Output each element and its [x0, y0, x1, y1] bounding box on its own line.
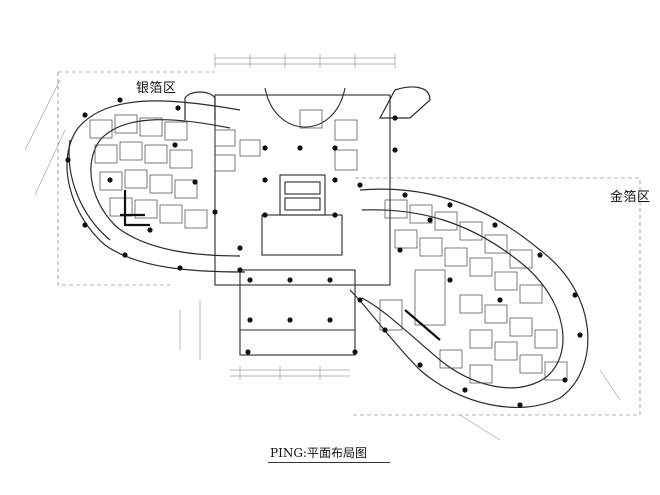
thick-walls — [120, 190, 441, 341]
caption-underline — [268, 462, 390, 463]
central-core — [214, 87, 391, 356]
gold-wing-rooms — [379, 199, 568, 384]
dimension-lines — [24, 54, 621, 441]
silver-wing — [66, 100, 246, 273]
site-boundary — [57, 71, 641, 416]
ramps — [184, 86, 431, 120]
plan-caption: PING:平面布局图 — [270, 446, 367, 460]
silver-zone-label: 银箔区 — [136, 81, 177, 96]
silver-wing-rooms — [89, 109, 358, 229]
structural-columns — [65, 97, 583, 408]
gold-zone-label: 金箔区 — [610, 190, 651, 205]
gold-wing — [349, 188, 589, 409]
